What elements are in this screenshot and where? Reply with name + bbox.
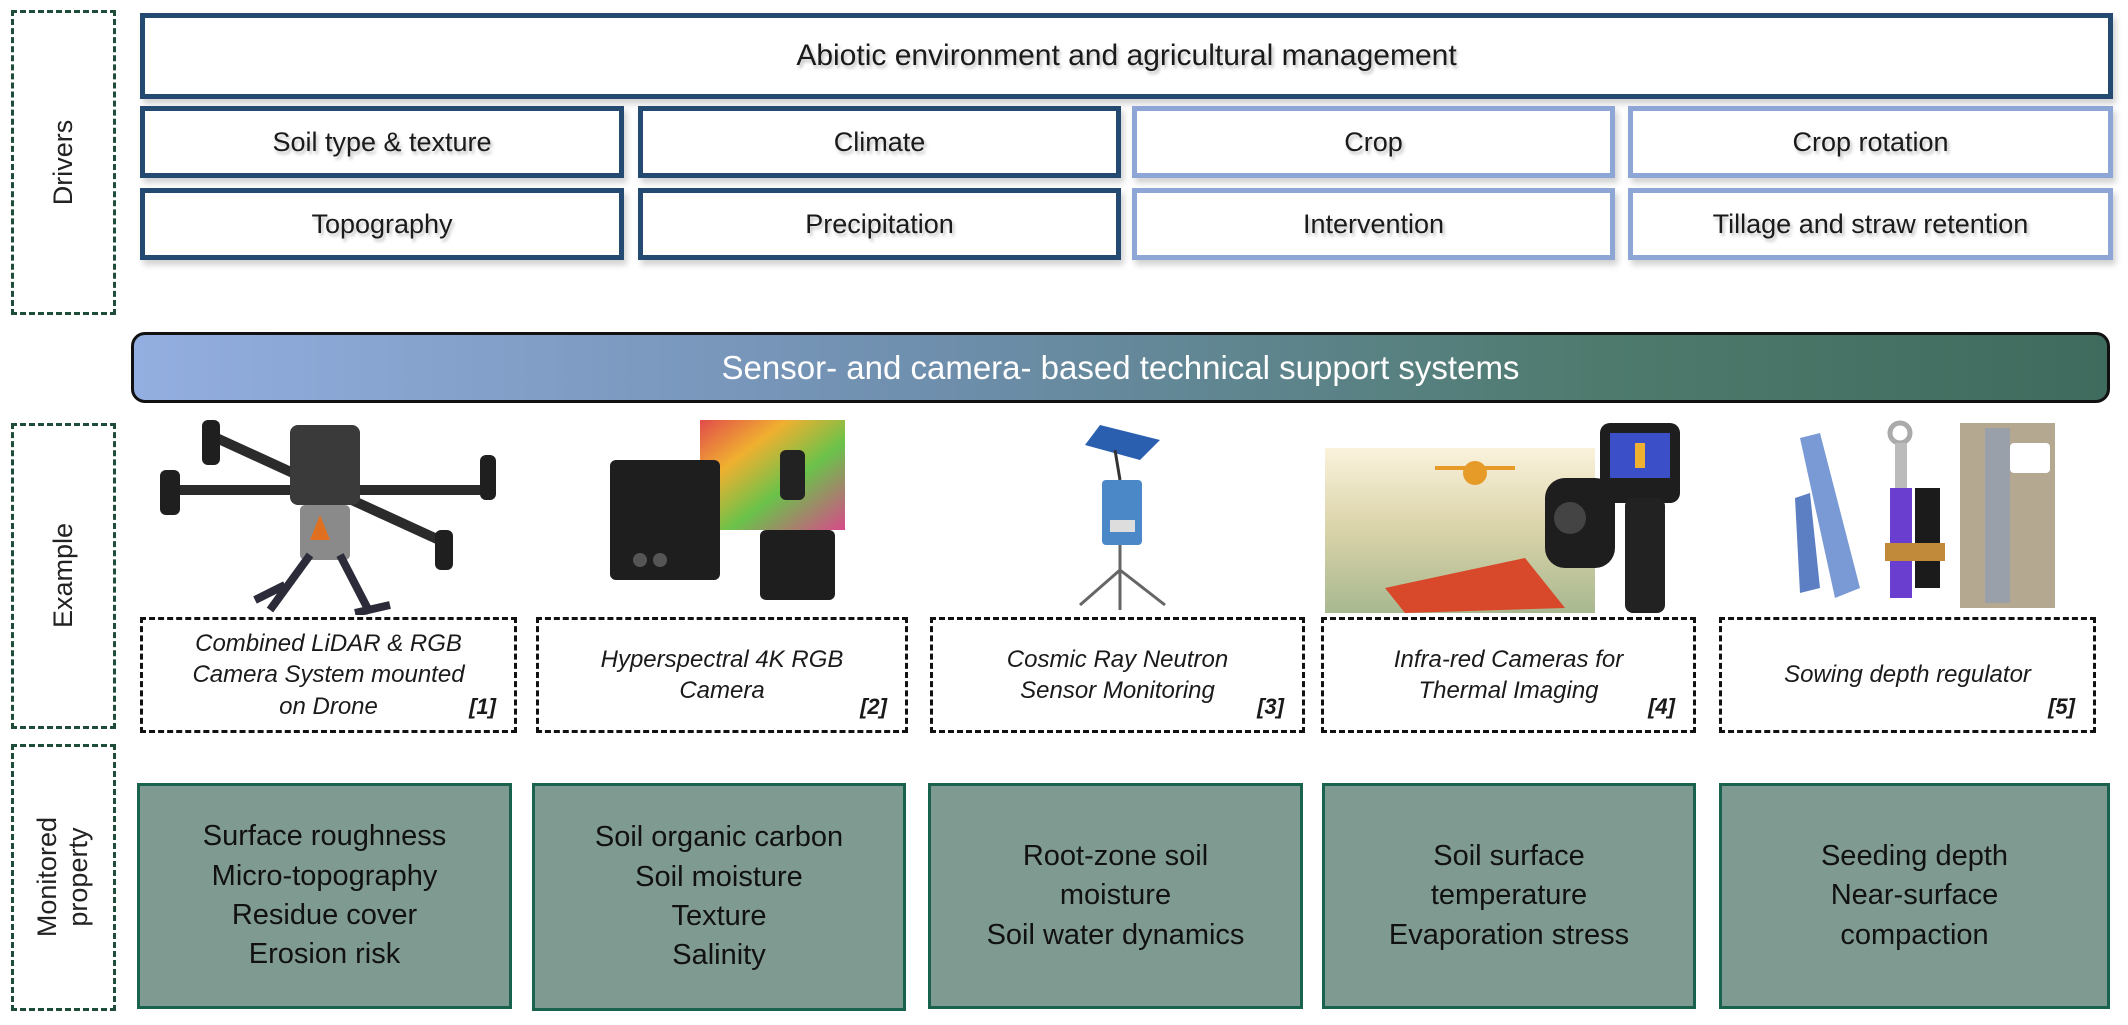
example-label: Example — [47, 523, 78, 629]
reference-1: [1] — [469, 694, 496, 720]
driver-crop: Crop — [1132, 106, 1615, 178]
reference-2: [2] — [860, 694, 887, 720]
monitored-list: Seeding depth Near-surface compaction — [1821, 837, 2008, 955]
reference-5: [5] — [2048, 694, 2075, 720]
monitored-label-line: property — [63, 827, 94, 928]
drivers-row-label: Drivers — [11, 10, 116, 315]
monitored-box-5: Seeding depth Near-surface compaction — [1719, 783, 2110, 1009]
thermal-camera-icon — [1325, 418, 1700, 613]
monitored-list: Surface roughness Micro-topography Resid… — [203, 817, 446, 975]
monitored-label: Monitored property — [32, 817, 94, 937]
driver-precipitation: Precipitation — [638, 188, 1121, 260]
monitored-item: Near-surface — [1830, 879, 1999, 912]
monitored-item: compaction — [1840, 918, 1989, 951]
reference-3: [3] — [1257, 694, 1284, 720]
driver-text: Precipitation — [805, 208, 954, 239]
monitored-item: Soil organic carbon — [594, 821, 844, 854]
driver-soil-type: Soil type & texture — [140, 106, 624, 178]
monitored-list: Soil surface temperature Evaporation str… — [1389, 837, 1629, 955]
drivers-title: Abiotic environment and agricultural man… — [796, 39, 1457, 72]
monitored-item: Residue cover — [231, 899, 418, 931]
driver-topography: Topography — [140, 188, 624, 260]
monitored-item: Texture — [671, 900, 767, 932]
monitored-item: Seeding depth — [1820, 839, 2009, 872]
monitored-item: Salinity — [672, 939, 766, 972]
neutron-sensor-icon — [1040, 420, 1200, 615]
drivers-label: Drivers — [47, 119, 78, 206]
monitored-item: Soil water dynamics — [986, 918, 1245, 951]
driver-crop-rotation: Crop rotation — [1628, 106, 2113, 178]
monitored-box-2: Soil organic carbon Soil moisture Textur… — [532, 783, 906, 1011]
driver-text: Crop — [1344, 126, 1403, 157]
monitored-item: Root-zone soil — [1022, 839, 1209, 872]
driver-tillage: Tillage and straw retention — [1628, 188, 2113, 260]
banner-text: Sensor- and camera- based technical supp… — [721, 348, 1520, 386]
monitored-list: Soil organic carbon Soil moisture Textur… — [595, 818, 843, 976]
driver-text: Soil type & texture — [272, 126, 492, 157]
monitored-box-3: Root-zone soil moisture Soil water dynam… — [928, 783, 1303, 1009]
monitored-row-label: Monitored property — [11, 744, 116, 1011]
drivers-title-box: Abiotic environment and agricultural man… — [140, 13, 2113, 99]
driver-text: Intervention — [1302, 208, 1445, 239]
driver-text: Crop rotation — [1792, 126, 1949, 157]
driver-intervention: Intervention — [1132, 188, 1615, 260]
monitored-box-4: Soil surface temperature Evaporation str… — [1322, 783, 1696, 1009]
example-caption-5: Sowing depth regulator [5] — [1719, 617, 2096, 733]
driver-text: Topography — [311, 208, 453, 239]
sowing-regulator-icon — [1780, 418, 2070, 613]
driver-climate: Climate — [638, 106, 1121, 178]
monitored-item: Soil moisture — [635, 860, 803, 893]
monitored-label-line: Monitored — [32, 817, 63, 938]
driver-text: Climate — [833, 126, 926, 157]
monitored-item: temperature — [1430, 879, 1588, 912]
monitored-item: Soil surface — [1433, 839, 1585, 872]
hyperspectral-camera-icon — [610, 420, 850, 610]
example-row-label: Example — [11, 423, 116, 729]
driver-text: Tillage and straw retention — [1712, 208, 2029, 239]
monitored-item: Surface roughness — [202, 820, 447, 853]
monitored-item: moisture — [1059, 879, 1172, 912]
monitored-item: Evaporation stress — [1388, 918, 1630, 951]
monitored-item: Micro-topography — [211, 859, 438, 892]
monitored-item: Erosion risk — [248, 938, 401, 971]
caption-text: Sowing depth regulator — [1784, 661, 2031, 689]
reference-4: [4] — [1648, 694, 1675, 720]
drone-lidar-icon — [150, 415, 510, 615]
monitored-box-1: Surface roughness Micro-topography Resid… — [137, 783, 512, 1009]
technical-support-banner: Sensor- and camera- based technical supp… — [131, 332, 2110, 403]
monitored-list: Root-zone soil moisture Soil water dynam… — [987, 837, 1245, 955]
